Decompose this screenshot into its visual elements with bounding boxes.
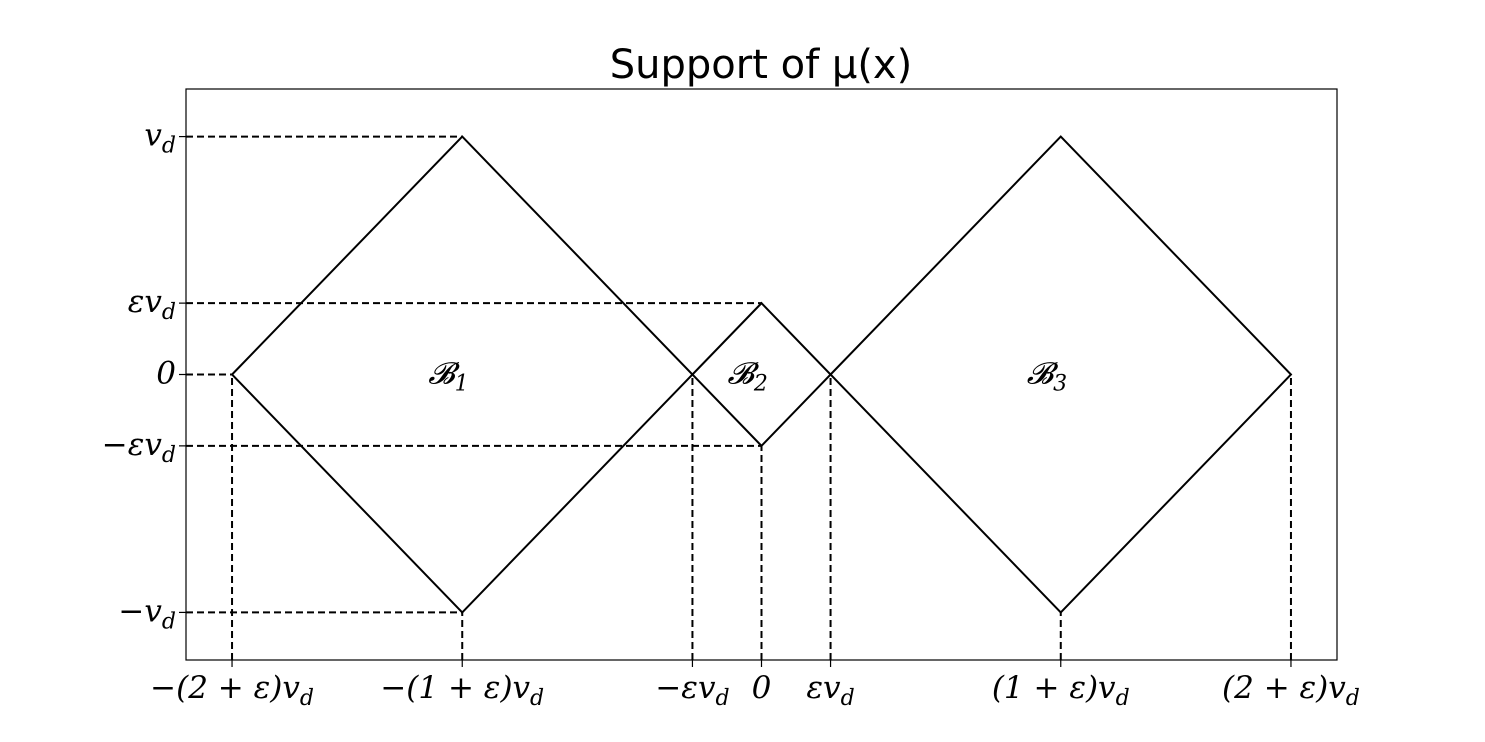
y-tick-label-2: 0: [156, 356, 176, 392]
x-tick-label-6: (2 + ε)vd: [1222, 670, 1360, 711]
region-labels: 𝓑1 𝓑2 𝓑3: [428, 357, 1067, 397]
y-tick-label-1-text: εv: [128, 284, 163, 320]
x-tick-label-1: −(1 + ε)vd: [380, 670, 544, 711]
x-tick-label-0-text: −(2 + ε)v: [150, 670, 300, 706]
y-tick-label-1: εvd: [128, 284, 176, 325]
y-tick-label-4: −vd: [118, 593, 176, 634]
y-tick-label-4-text: −v: [118, 593, 162, 629]
x-tick-label-1-text: −(1 + ε)v: [380, 670, 530, 706]
x-tick-label-2-text: −εv: [655, 670, 716, 706]
x-tick-label-4-subscript: d: [841, 686, 855, 711]
x-tick-label-2: −εvd: [655, 670, 729, 711]
region-label-1: 𝓑1: [428, 357, 468, 397]
y-tick-label-4-subscript: d: [162, 609, 176, 634]
y-tick-label-3-subscript: d: [162, 443, 176, 468]
y-tick-label-1-subscript: d: [162, 300, 176, 325]
x-tick-label-0: −(2 + ε)vd: [150, 670, 314, 711]
x-tick-label-6-subscript: d: [1346, 686, 1360, 711]
y-tick-label-3-text: −εv: [102, 427, 163, 463]
x-tick-label-4: εvd: [806, 670, 854, 711]
region-label-2-subscript: 2: [753, 372, 768, 397]
x-tick-label-1-subscript: d: [530, 686, 544, 711]
x-tick-label-5: (1 + ε)vd: [992, 670, 1130, 711]
y-tick-label-0-subscript: d: [162, 134, 176, 159]
dashed-guides: [186, 135, 1292, 660]
x-tick-label-2-subscript: d: [715, 686, 729, 711]
diagram-title: Support of μ(x): [610, 42, 912, 88]
region-label-2: 𝓑2: [727, 357, 767, 397]
x-tick-label-4-text: εv: [806, 670, 841, 706]
y-tick-label-3: −εvd: [102, 427, 176, 468]
y-tick-label-2-text: 0: [156, 356, 176, 392]
x-tick-label-3-text: 0: [752, 670, 772, 706]
region-label-1-subscript: 1: [455, 372, 469, 397]
x-tick-label-0-subscript: d: [300, 686, 314, 711]
region-label-3: 𝓑3: [1027, 357, 1067, 397]
x-tick-label-5-subscript: d: [1116, 686, 1130, 711]
y-tick-label-0: vd: [144, 118, 176, 159]
x-tick-label-6-text: (2 + ε)v: [1222, 670, 1346, 706]
region-diamonds: [230, 135, 1293, 614]
region-diamond-3: [829, 135, 1293, 614]
x-tick-label-3: 0: [752, 670, 772, 706]
y-tick-label-0-text: v: [144, 118, 162, 154]
region-label-3-subscript: 3: [1053, 372, 1067, 397]
x-tick-label-5-text: (1 + ε)v: [992, 670, 1116, 706]
